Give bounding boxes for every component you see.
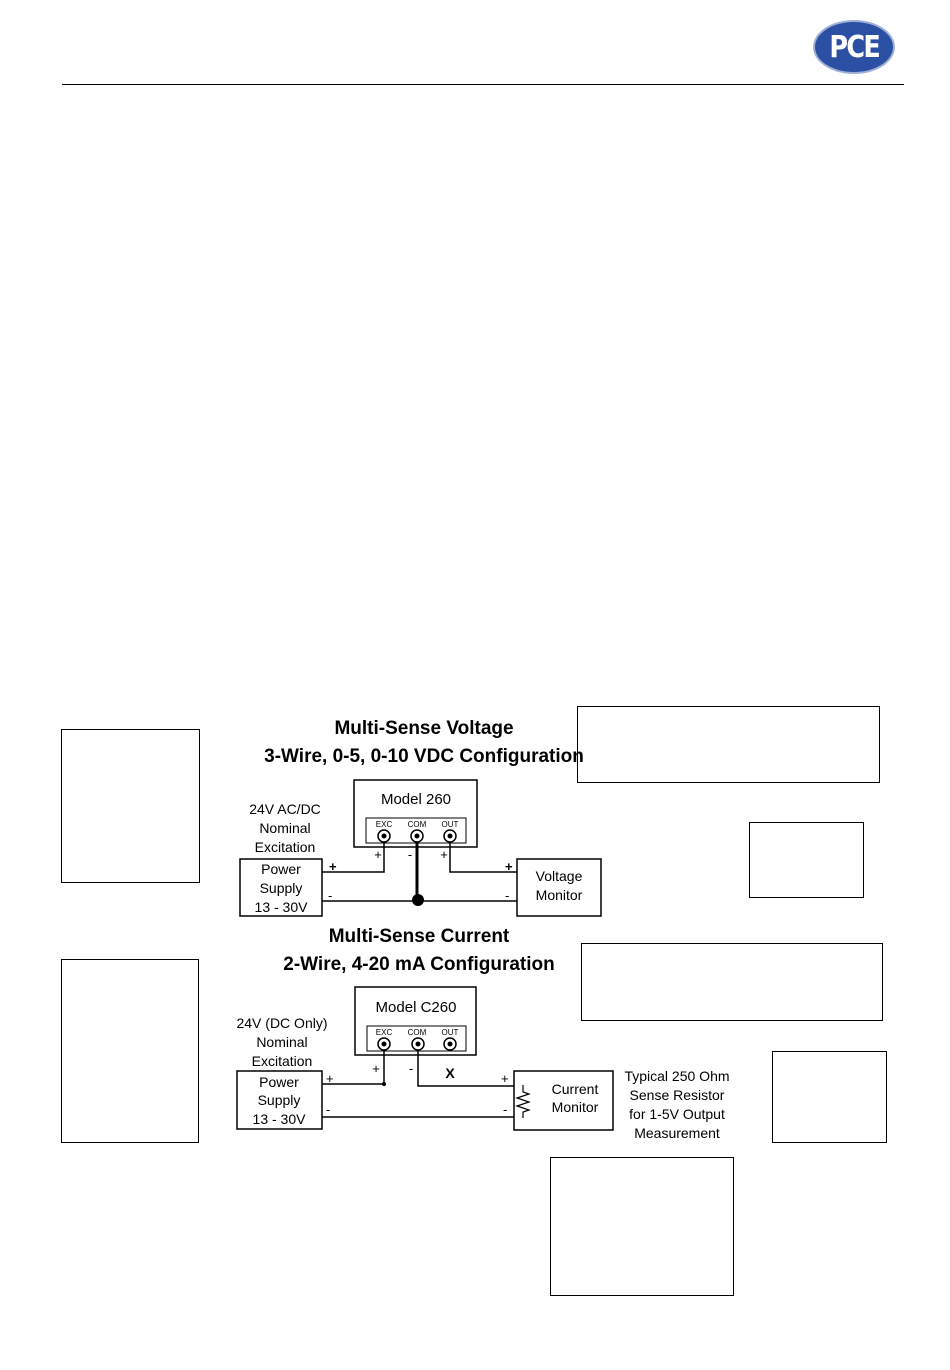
current-diagram: Multi-Sense Current 2-Wire, 4-20 mA Conf… xyxy=(236,926,730,1141)
monitor-minus: - xyxy=(505,888,509,903)
empty-callout-box xyxy=(749,822,864,898)
power-supply-box xyxy=(239,858,323,917)
current-wires xyxy=(322,1050,514,1118)
terminal-exc-label: EXC xyxy=(376,820,393,829)
voltage-monitor-line1: Voltage xyxy=(536,868,583,884)
resistor-note-line1: Typical 250 Ohm xyxy=(624,1068,729,1084)
terminal-com-center xyxy=(414,833,420,839)
excitation-line3: Excitation xyxy=(255,839,316,855)
power-supply-line2: Supply xyxy=(260,880,303,896)
current-title-line1: Multi-Sense Current xyxy=(329,926,510,947)
resistor-note-line4: Measurement xyxy=(634,1125,720,1141)
ps-minus: - xyxy=(328,888,332,903)
resistor-note-line3: for 1-5V Output xyxy=(629,1106,725,1122)
exc-plus: + xyxy=(374,847,382,862)
terminal-out-center xyxy=(447,833,453,839)
power-supply-box xyxy=(236,1070,323,1130)
sense-resistor-icon xyxy=(515,1085,531,1118)
voltage-title-line1: Multi-Sense Voltage xyxy=(334,718,513,739)
empty-callout-box xyxy=(61,959,199,1143)
ps-minus: - xyxy=(326,1102,330,1117)
current-monitor-line2: Monitor xyxy=(552,1099,599,1115)
ps-plus: + xyxy=(326,1071,334,1086)
resistor-note-line2: Sense Resistor xyxy=(630,1087,725,1103)
junction-dot xyxy=(382,1082,386,1086)
empty-callout-box xyxy=(550,1157,734,1296)
excitation-line1: 24V (DC Only) xyxy=(236,1015,327,1031)
model-260-label: Model 260 xyxy=(381,791,451,808)
terminal-exc-label: EXC xyxy=(376,1028,393,1037)
excitation-line2: Nominal xyxy=(256,1034,307,1050)
current-monitor-line1: Current xyxy=(552,1081,599,1097)
out-unused-mark: X xyxy=(445,1065,455,1081)
monitor-minus: - xyxy=(503,1102,507,1117)
terminal-out-label: OUT xyxy=(442,1028,459,1037)
out-plus: + xyxy=(440,847,448,862)
wire-com-loop xyxy=(417,1050,514,1087)
wire-out-plus xyxy=(449,842,517,873)
voltage-diagram: Multi-Sense Voltage 3-Wire, 0-5, 0-10 VD… xyxy=(239,718,602,917)
com-minus: - xyxy=(408,847,412,862)
monitor-plus: + xyxy=(505,859,513,874)
terminal-com-center xyxy=(415,1041,421,1047)
voltage-title-line2: 3-Wire, 0-5, 0-10 VDC Configuration xyxy=(264,746,584,767)
voltage-monitor-line2: Monitor xyxy=(536,887,583,903)
com-minus: - xyxy=(409,1061,413,1076)
terminal-com-label: COM xyxy=(408,1028,427,1037)
terminal-out-center xyxy=(447,1041,453,1047)
junction-dot xyxy=(412,894,424,906)
power-supply-line3: 13 - 30V xyxy=(253,1111,307,1127)
empty-callout-box xyxy=(61,729,200,883)
pce-logo: PCE xyxy=(813,20,895,74)
power-supply-line2: Supply xyxy=(258,1092,301,1108)
exc-plus: + xyxy=(372,1061,380,1076)
terminal-com-label: COM xyxy=(408,820,427,829)
excitation-line1: 24V AC/DC xyxy=(249,801,321,817)
power-supply-line1: Power xyxy=(259,1074,299,1090)
power-supply-line1: Power xyxy=(261,861,301,877)
current-monitor-box xyxy=(513,1070,614,1131)
current-title-line2: 2-Wire, 4-20 mA Configuration xyxy=(283,954,554,975)
model-c260-label: Model C260 xyxy=(376,999,457,1016)
voltage-monitor-box xyxy=(516,858,602,917)
empty-callout-box xyxy=(581,943,883,1021)
monitor-plus: + xyxy=(501,1071,509,1086)
empty-callout-box xyxy=(772,1051,887,1143)
excitation-line3: Excitation xyxy=(252,1053,313,1069)
excitation-line2: Nominal xyxy=(259,820,310,836)
voltage-wires xyxy=(322,842,517,902)
ps-plus: + xyxy=(329,859,337,874)
terminal-exc-center xyxy=(381,1041,387,1047)
header-rule xyxy=(62,84,904,85)
empty-callout-box xyxy=(577,706,880,783)
logo-text: PCE xyxy=(829,29,880,65)
terminal-exc-center xyxy=(381,833,387,839)
wire-exc-plus xyxy=(322,842,385,873)
terminal-out-label: OUT xyxy=(442,820,459,829)
power-supply-line3: 13 - 30V xyxy=(255,899,309,915)
